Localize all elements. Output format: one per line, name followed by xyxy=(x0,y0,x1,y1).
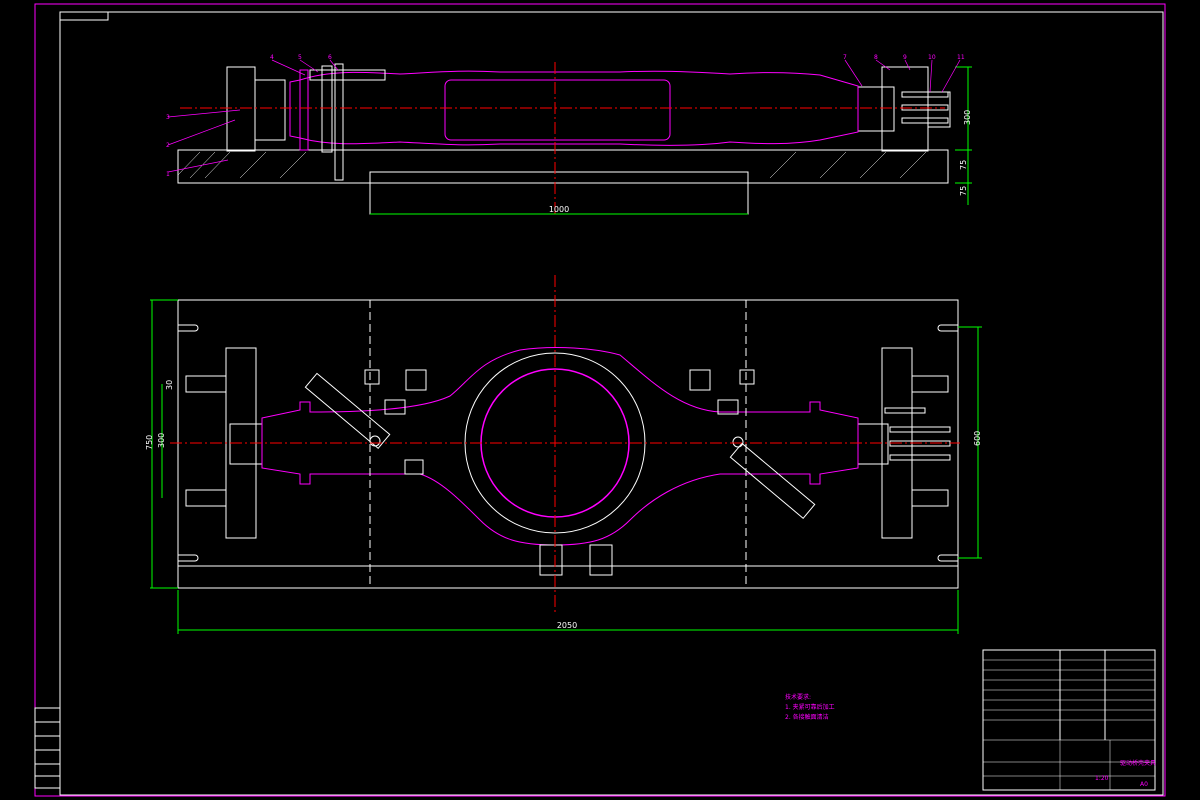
axle-housing-top xyxy=(289,70,859,146)
balloon-2: 2 xyxy=(166,142,170,149)
dim-text-2050: 2050 xyxy=(557,621,577,630)
dim-text-300-plan: 300 xyxy=(157,433,166,448)
balloon-11: 11 xyxy=(957,54,965,61)
base-plate xyxy=(177,149,949,184)
left-flange-3 xyxy=(334,63,344,181)
left-flange xyxy=(299,69,309,151)
dim-text-300-top: 300 xyxy=(963,110,972,125)
left-clamp-block xyxy=(226,66,256,152)
plan-base-bottom xyxy=(177,565,959,589)
balloon-7: 7 xyxy=(843,54,847,61)
top-clamp-arm xyxy=(309,69,386,81)
notes-heading: 技术要求: xyxy=(785,693,811,701)
title-drawing-name: 驱动桥壳夹具 xyxy=(1120,759,1156,767)
technical-notes: 技术要求: 1. 夹紧可靠后加工 2. 各接触面清洁 xyxy=(785,693,835,721)
inner-border xyxy=(59,11,1164,796)
dim-text-750: 750 xyxy=(145,435,154,450)
left-angled-clamp xyxy=(304,372,391,449)
right-clamp-inner xyxy=(857,86,895,132)
balloon-10: 10 xyxy=(928,54,936,61)
corner-label-box xyxy=(59,11,109,21)
axle-tube-center xyxy=(444,79,671,141)
top-section-view: 1000 300 75 75 1 2 3 4 5 6 xyxy=(166,54,972,215)
dim-text-75b: 75 xyxy=(959,186,968,196)
dim-text-1000: 1000 xyxy=(549,205,569,214)
balloon-4: 4 xyxy=(270,54,274,61)
notes-line-1: 1. 夹紧可靠后加工 xyxy=(785,703,835,711)
title-sheet: A0 xyxy=(1140,781,1148,788)
plan-view: 2050 750 300 30 600 xyxy=(145,275,982,634)
balloon-5: 5 xyxy=(298,54,302,61)
balloon-9: 9 xyxy=(903,54,907,61)
right-angled-clamp xyxy=(729,442,816,519)
left-clamp-inner xyxy=(254,79,286,141)
balloon-3: 3 xyxy=(166,114,170,121)
notes-line-2: 2. 各接触面清洁 xyxy=(785,713,829,721)
dim-text-600: 600 xyxy=(973,431,982,446)
title-scale: 1:20 xyxy=(1095,775,1109,782)
revision-strip xyxy=(34,707,61,789)
left-flange-2 xyxy=(321,65,333,153)
axle-housing-plan xyxy=(261,347,859,546)
balloon-6: 6 xyxy=(328,54,332,61)
outer-border xyxy=(34,3,1166,797)
title-block: 驱动桥壳夹具 1:20 A0 xyxy=(982,649,1156,791)
right-clamp-block xyxy=(881,66,929,152)
balloon-1: 1 xyxy=(166,171,170,178)
dim-text-75a: 75 xyxy=(959,160,968,170)
balloon-8: 8 xyxy=(874,54,878,61)
dim-text-30: 30 xyxy=(165,380,174,390)
